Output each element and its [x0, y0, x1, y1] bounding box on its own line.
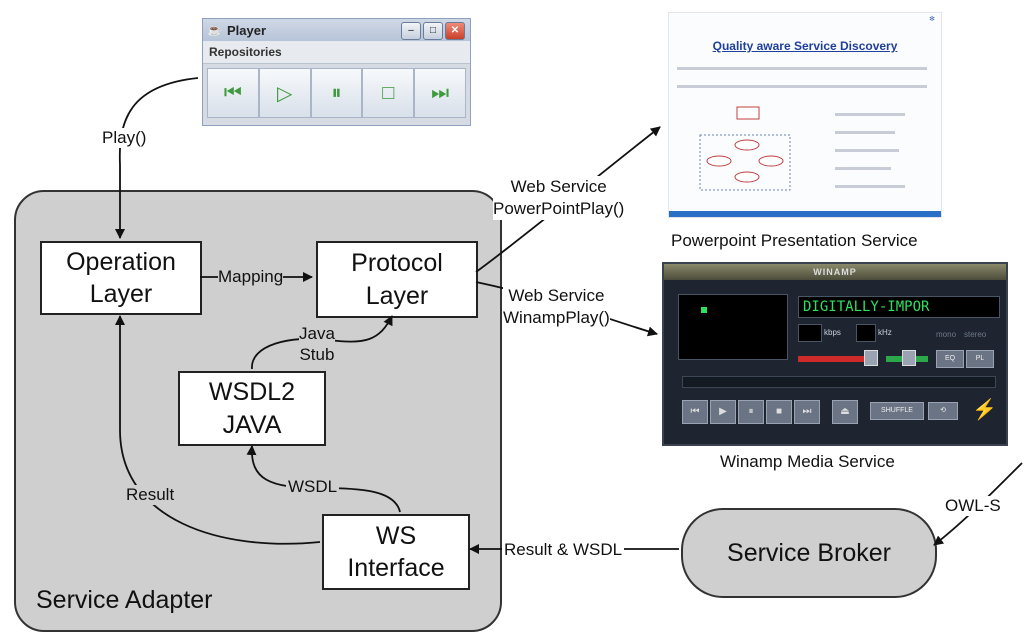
- play-indicator: [701, 307, 707, 313]
- slide-bullet-line: [835, 149, 899, 152]
- slide-bullet-line: [677, 85, 927, 88]
- wsdl2java-line1: WSDL2: [208, 378, 296, 406]
- slide-bullet-line: [835, 167, 891, 170]
- winamp-eject-button[interactable]: ⏏: [832, 400, 858, 424]
- ws-interface-line1: WS: [375, 521, 417, 550]
- ws-ppt-label: Web Service PowerPointPlay(): [493, 176, 625, 221]
- volume-slider[interactable]: [798, 356, 878, 362]
- player-title: Player: [227, 22, 267, 38]
- slide-footer-bar: [669, 211, 941, 217]
- ws-winamp-label: Web Service WinampPlay(): [503, 285, 610, 330]
- winamp-play-button[interactable]: ▶: [710, 400, 736, 424]
- khz-label: kHz: [878, 328, 892, 337]
- winamp-titlebar: WINAMP: [664, 264, 1006, 280]
- khz-display: [856, 324, 876, 342]
- winamp-window: WINAMP DIGITALLY-IMPOR kbps kHz mono ste…: [662, 262, 1008, 446]
- volume-handle[interactable]: [864, 350, 878, 366]
- result-label: Result: [124, 485, 177, 505]
- winamp-ticker: DIGITALLY-IMPOR: [798, 296, 1000, 318]
- slide-logo: ✻: [929, 16, 935, 23]
- play-button[interactable]: ▷: [258, 68, 311, 118]
- player-titlebar: ☕ Player – □ ✕: [203, 19, 470, 41]
- wsdl-label: WSDL: [286, 477, 340, 497]
- stop-icon: □: [382, 81, 395, 104]
- repeat-button[interactable]: ⟲: [928, 402, 958, 420]
- owls-label: OWL-S: [943, 496, 1003, 516]
- pause-button[interactable]: ⏸: [310, 68, 363, 118]
- player-window: ☕ Player – □ ✕ Repositories ⏮ ▷ ⏸ □ ⏭: [202, 18, 471, 126]
- playlist-button[interactable]: PL: [966, 350, 994, 368]
- play-arrow: [115, 77, 199, 239]
- result-arrow: [115, 315, 321, 545]
- mono-label: mono: [936, 330, 957, 339]
- java-stub-line2: Stub: [299, 345, 335, 365]
- player-controls: ⏮ ▷ ⏸ □ ⏭: [207, 68, 466, 118]
- winamp-logo-icon: ⚡: [972, 399, 997, 421]
- winamp-pause-button[interactable]: ⏸: [738, 400, 764, 424]
- skip-forward-button[interactable]: ⏭: [414, 68, 466, 118]
- java-stub-label: Java Stub: [299, 323, 335, 366]
- slide-title: Quality aware Service Discovery: [712, 39, 898, 53]
- play-icon: ▷: [277, 82, 293, 105]
- operation-layer-line1: Operation: [66, 247, 176, 276]
- stop-button[interactable]: □: [362, 68, 415, 118]
- pause-icon: ⏸: [331, 81, 342, 104]
- winamp-next-button[interactable]: ⏭: [794, 400, 820, 424]
- protocol-layer-line1: Protocol: [351, 249, 443, 277]
- winamp-visualizer: [678, 294, 788, 360]
- slide-bullet-line: [835, 131, 895, 134]
- seek-bar[interactable]: [682, 376, 996, 388]
- operation-layer-line2: Layer: [89, 280, 153, 308]
- ws-ppt-line1: Web Service: [510, 177, 607, 196]
- protocol-layer-line2: Layer: [365, 281, 429, 310]
- balance-handle[interactable]: [902, 350, 916, 366]
- powerpoint-slide: ✻ Quality aware Service Discovery: [668, 12, 942, 218]
- ws-winamp-line2: WinampPlay(): [503, 308, 610, 328]
- minimize-button[interactable]: –: [401, 22, 421, 40]
- service-adapter-title: Service Adapter: [36, 586, 213, 614]
- close-button[interactable]: ✕: [445, 22, 465, 40]
- mapping-label: Mapping: [218, 267, 284, 287]
- play-label: Play(): [100, 128, 149, 148]
- slide-bullet-line: [677, 67, 927, 70]
- ws-interface-line2: Interface: [347, 554, 445, 582]
- kbps-display: [798, 324, 822, 342]
- java-icon: ☕: [207, 23, 222, 37]
- winamp-stop-button[interactable]: ■: [766, 400, 792, 424]
- skip-back-button[interactable]: ⏮: [207, 68, 259, 118]
- kbps-label: kbps: [824, 328, 841, 337]
- skip-forward-icon: ⏭: [431, 81, 450, 104]
- skip-back-icon: ⏮: [223, 81, 242, 104]
- menu-repositories[interactable]: Repositories: [203, 41, 470, 64]
- winamp-caption: Winamp Media Service: [720, 452, 895, 471]
- ws-winamp-line1: Web Service: [508, 286, 605, 305]
- eq-button[interactable]: EQ: [936, 350, 964, 368]
- winamp-prev-button[interactable]: ⏮: [682, 400, 708, 424]
- slide-bullet-line: [835, 185, 905, 188]
- java-stub-line1: Java: [299, 324, 335, 343]
- stereo-label: stereo: [964, 330, 987, 339]
- powerpoint-caption: Powerpoint Presentation Service: [671, 231, 918, 250]
- slide-bullet-line: [835, 113, 905, 116]
- slide-diagram: [699, 106, 791, 191]
- shuffle-button[interactable]: SHUFFLE: [870, 402, 924, 420]
- service-broker: Service Broker: [681, 508, 937, 598]
- wsdl2java-line2: JAVA: [222, 410, 282, 439]
- result-wsdl-label: Result & WSDL: [502, 540, 625, 560]
- ws-ppt-line2: PowerPointPlay(): [493, 199, 625, 219]
- maximize-button[interactable]: □: [423, 22, 443, 40]
